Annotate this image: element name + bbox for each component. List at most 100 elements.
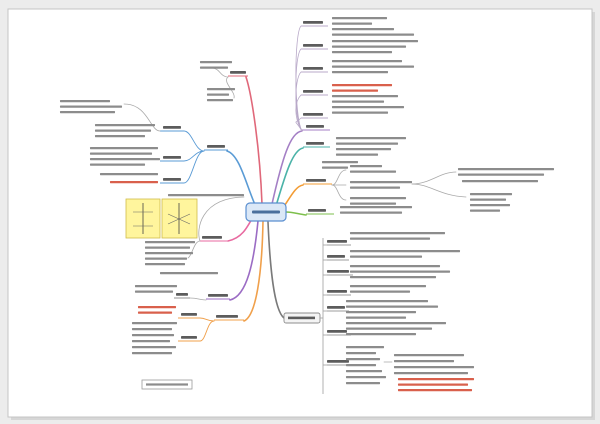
node-label bbox=[181, 313, 197, 316]
main-branch-line bbox=[267, 221, 285, 319]
text-line bbox=[207, 99, 233, 102]
text-line bbox=[60, 100, 110, 103]
text-line bbox=[90, 147, 158, 150]
text-line bbox=[132, 328, 172, 331]
connector-line bbox=[411, 183, 467, 198]
text-line bbox=[332, 95, 398, 98]
node-label bbox=[163, 156, 181, 159]
text-line bbox=[336, 142, 398, 145]
text-line bbox=[394, 360, 454, 363]
text-line bbox=[394, 366, 474, 369]
text-line bbox=[138, 311, 172, 314]
node-label bbox=[327, 290, 347, 293]
connector-line bbox=[189, 297, 207, 301]
text-line bbox=[332, 51, 392, 54]
diagram-ray bbox=[167, 213, 191, 225]
node-label bbox=[327, 306, 345, 309]
text-line bbox=[145, 263, 185, 266]
text-line bbox=[346, 364, 376, 367]
node-label bbox=[306, 125, 324, 128]
connector-line bbox=[331, 184, 347, 201]
text-line bbox=[332, 89, 378, 92]
text-line bbox=[346, 316, 406, 319]
node-label bbox=[327, 255, 345, 258]
text-line bbox=[132, 340, 170, 343]
text-line bbox=[207, 93, 229, 96]
connector-line bbox=[183, 150, 205, 184]
text-line bbox=[346, 352, 376, 355]
connector-line bbox=[331, 169, 347, 186]
text-line bbox=[350, 202, 396, 205]
text-line bbox=[207, 88, 235, 91]
text-line bbox=[132, 346, 176, 349]
text-line bbox=[470, 198, 506, 201]
text-line bbox=[332, 17, 387, 20]
text-line bbox=[346, 311, 416, 314]
text-line bbox=[350, 165, 382, 168]
main-branch-line bbox=[271, 130, 303, 205]
node-label bbox=[303, 44, 323, 47]
node-label bbox=[327, 240, 347, 243]
text-line bbox=[346, 376, 386, 379]
text-line bbox=[350, 237, 430, 240]
text-line bbox=[398, 389, 472, 392]
text-line bbox=[346, 305, 438, 308]
text-line bbox=[470, 193, 512, 196]
text-line bbox=[60, 105, 122, 108]
text-line bbox=[332, 100, 384, 103]
text-line bbox=[350, 255, 422, 258]
text-line bbox=[346, 346, 384, 349]
connector-line bbox=[295, 117, 303, 132]
text-line bbox=[398, 383, 468, 386]
node-label bbox=[303, 113, 323, 116]
text-line bbox=[350, 170, 396, 173]
text-line bbox=[350, 232, 445, 235]
main-branch-line bbox=[229, 220, 259, 301]
text-line bbox=[332, 33, 414, 36]
main-branch-line bbox=[285, 211, 307, 216]
text-line bbox=[350, 181, 412, 184]
text-line bbox=[332, 28, 394, 31]
text-line bbox=[168, 194, 244, 197]
connector-line bbox=[199, 320, 215, 342]
node-label bbox=[181, 336, 197, 339]
text-line bbox=[332, 106, 404, 109]
text-line bbox=[350, 197, 406, 200]
text-line bbox=[350, 250, 460, 253]
node-label bbox=[327, 330, 347, 333]
text-line bbox=[90, 152, 152, 155]
node-label bbox=[208, 294, 228, 297]
text-line bbox=[132, 352, 172, 355]
text-line bbox=[346, 300, 428, 303]
main-branch-line bbox=[245, 76, 263, 205]
text-line bbox=[160, 272, 218, 275]
text-line bbox=[350, 290, 410, 293]
text-line bbox=[346, 358, 380, 361]
text-line bbox=[200, 61, 232, 64]
center-topic-label bbox=[252, 210, 280, 214]
text-line bbox=[90, 158, 160, 161]
connector-line bbox=[226, 76, 235, 99]
text-line bbox=[332, 71, 388, 74]
text-line bbox=[336, 137, 406, 140]
text-line bbox=[458, 168, 554, 171]
text-line bbox=[135, 285, 177, 288]
text-line bbox=[135, 290, 173, 293]
node-label bbox=[176, 293, 188, 296]
text-line bbox=[95, 124, 155, 127]
connector-line bbox=[123, 103, 161, 132]
node-label bbox=[202, 236, 222, 239]
text-line bbox=[336, 153, 378, 156]
text-line bbox=[332, 45, 406, 48]
text-line bbox=[110, 181, 158, 184]
node-label bbox=[216, 315, 238, 318]
text-line bbox=[138, 306, 176, 309]
text-line bbox=[350, 186, 400, 189]
text-line bbox=[350, 270, 450, 273]
text-line bbox=[145, 257, 187, 260]
text-line bbox=[145, 252, 193, 255]
page-frame bbox=[7, 8, 593, 418]
node-label bbox=[163, 178, 181, 181]
main-branch-line bbox=[243, 220, 264, 322]
